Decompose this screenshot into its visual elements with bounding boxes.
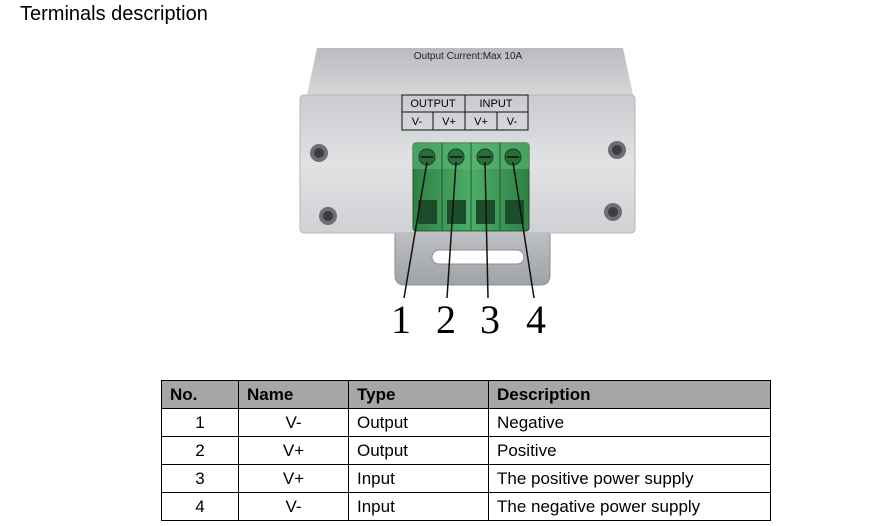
terminal-pin-label: V- — [507, 116, 518, 128]
callout-number-2: 2 — [436, 297, 456, 342]
terminal-pin-label: V+ — [442, 116, 456, 128]
header-no: No. — [161, 380, 239, 409]
terminal-label-box: OUTPUT INPUT V- V+ V+ V- — [401, 94, 529, 131]
cell-name: V+ — [238, 436, 349, 465]
cell-type: Output — [348, 408, 489, 437]
header-type: Type — [348, 380, 489, 409]
table-row: 2 V+ Output Positive — [161, 436, 771, 465]
table-row: 1 V- Output Negative — [161, 408, 771, 437]
callout-number-4: 4 — [526, 297, 546, 342]
callout-number-1: 1 — [391, 297, 411, 342]
terminal-screw-icon — [504, 148, 522, 166]
cell-no: 2 — [161, 436, 239, 465]
terminal-group-output: OUTPUT — [410, 98, 456, 110]
cell-description: The positive power supply — [488, 464, 771, 493]
cell-name: V- — [238, 492, 349, 521]
controller-illustration: Output Current:Max 10A OUTPUT INPUT V- V… — [299, 48, 636, 342]
header-name: Name — [238, 380, 349, 409]
output-current-label: Output Current:Max 10A — [414, 51, 523, 62]
terminal-pin-label: V- — [412, 116, 423, 128]
bracket-slot — [431, 249, 525, 265]
cell-no: 1 — [161, 408, 239, 437]
header-description: Description — [488, 380, 771, 409]
table-header-row: No. Name Type Description — [161, 380, 771, 409]
controller-photo: Output Current:Max 10A OUTPUT INPUT V- V… — [295, 40, 645, 350]
callout-lines — [403, 161, 535, 299]
cell-type: Input — [348, 492, 489, 521]
screw-icon — [604, 203, 622, 221]
terminal-screw-icon — [447, 148, 465, 166]
cell-no: 3 — [161, 464, 239, 493]
cell-description: Negative — [488, 408, 771, 437]
page-title: Terminals description — [20, 3, 208, 25]
terminal-pin-label: V+ — [474, 116, 488, 128]
case-top — [307, 48, 633, 95]
cell-name: V+ — [238, 464, 349, 493]
terminal-group-input: INPUT — [480, 98, 513, 110]
callout-number-3: 3 — [480, 297, 500, 342]
table-row: 3 V+ Input The positive power supply — [161, 464, 771, 493]
table-row: 4 V- Input The negative power supply — [161, 492, 771, 521]
cell-no: 4 — [161, 492, 239, 521]
screw-icon — [608, 141, 626, 159]
screw-icon — [319, 207, 337, 225]
cell-description: Positive — [488, 436, 771, 465]
cell-description: The negative power supply — [488, 492, 771, 521]
cell-type: Input — [348, 464, 489, 493]
screw-icon — [310, 144, 328, 162]
terminals-table: No. Name Type Description 1 V- Output Ne… — [161, 380, 771, 521]
cell-name: V- — [238, 408, 349, 437]
cell-type: Output — [348, 436, 489, 465]
